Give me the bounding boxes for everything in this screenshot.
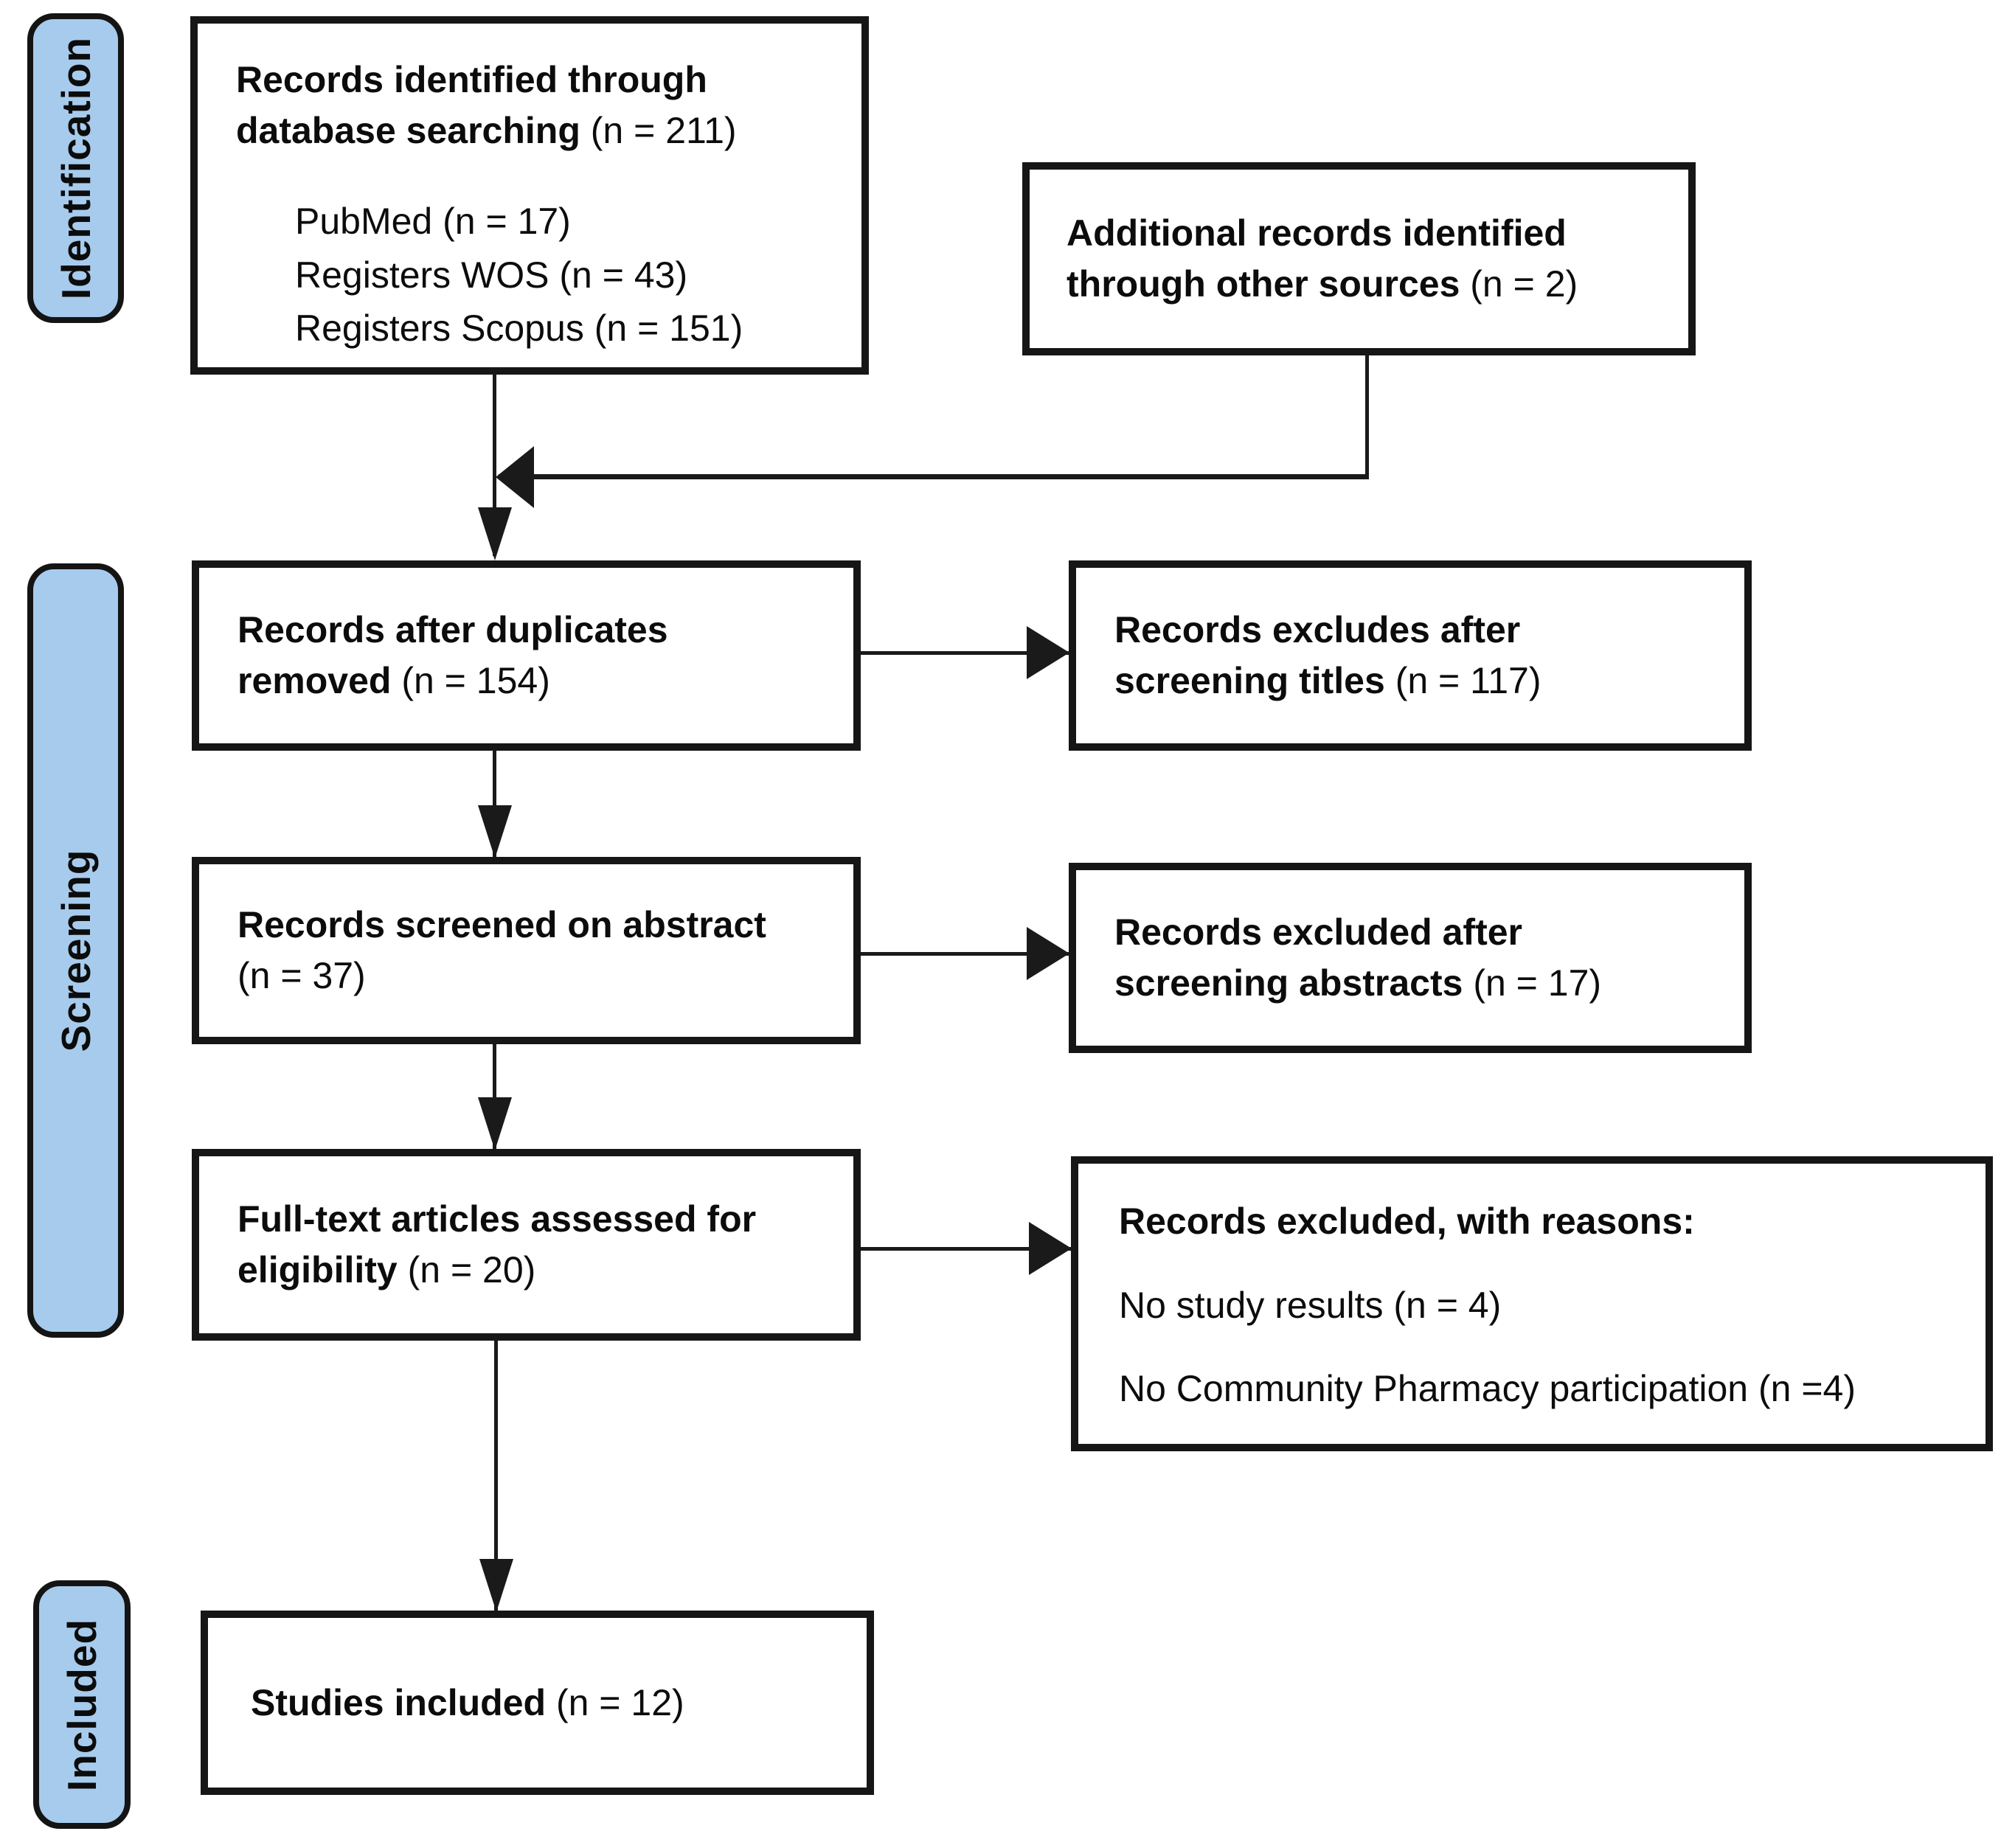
arrowhead-down-abstract — [478, 805, 512, 858]
source-scopus: Registers Scopus (n = 151) — [295, 308, 743, 349]
box-fulltext-assessed-text: Full-text articles assessed for eligibil… — [237, 1194, 756, 1296]
duplicates-count: (n = 154) — [401, 660, 550, 701]
duplicates-line2: removed — [237, 660, 402, 701]
box-records-identified: Records identified through database sear… — [190, 16, 869, 375]
stage-label-identification: Identification — [52, 36, 99, 300]
arrowhead-down-included — [479, 1559, 513, 1612]
additional-line1: Additional records identified — [1067, 212, 1567, 254]
connector-identified-to-duplicates — [493, 375, 496, 556]
excluded-reasons-heading: Records excluded, with reasons: — [1119, 1201, 1695, 1242]
excluded-abstracts-count: (n = 17) — [1473, 962, 1602, 1004]
arrowhead-down-duplicates — [478, 507, 512, 560]
records-identified-line2: database searching — [236, 110, 591, 151]
excluded-titles-line2: screening titles — [1114, 660, 1395, 701]
screened-abstract-count: (n = 37) — [237, 955, 366, 996]
connector-duplicates-to-abstract — [493, 751, 496, 857]
arrowhead-right-excluded-reasons — [1029, 1222, 1072, 1275]
source-wos: Registers WOS (n = 43) — [295, 254, 688, 296]
fulltext-count: (n = 20) — [407, 1249, 536, 1291]
connector-duplicates-to-excluded-titles — [861, 651, 1069, 655]
stage-label-included: Included — [59, 1618, 105, 1791]
excluded-reason-no-results: No study results (n = 4) — [1119, 1284, 1502, 1326]
connector-fulltext-to-excluded-reasons — [861, 1247, 1071, 1251]
box-additional-records-text: Additional records identified through ot… — [1067, 208, 1578, 310]
excluded-abstracts-line1: Records excluded after — [1114, 911, 1522, 953]
source-pubmed: PubMed (n = 17) — [295, 201, 571, 242]
screened-abstract-line1: Records screened on abstract — [237, 904, 766, 945]
box-studies-included: Studies included (n = 12) — [201, 1611, 874, 1795]
box-screened-abstract: Records screened on abstract (n = 37) — [192, 857, 861, 1044]
box-studies-included-text: Studies included (n = 12) — [251, 1678, 684, 1729]
stage-tab-screening: Screening — [27, 563, 124, 1338]
box-excluded-reasons: Records excluded, with reasons: No study… — [1071, 1156, 1993, 1451]
arrowhead-left-merge — [496, 446, 534, 508]
stage-tab-identification: Identification — [27, 13, 124, 323]
additional-line2: through other sources — [1067, 263, 1471, 305]
stage-tab-included: Included — [33, 1580, 131, 1829]
connector-abstract-to-fulltext — [493, 1044, 496, 1149]
box-records-identified-title: Records identified through database sear… — [236, 55, 839, 156]
excluded-reason-no-pharmacy: No Community Pharmacy participation (n =… — [1119, 1368, 1856, 1409]
records-identified-count: (n = 211) — [590, 110, 737, 151]
additional-count: (n = 2) — [1470, 263, 1578, 305]
box-duplicates-removed-text: Records after duplicates removed (n = 15… — [237, 605, 668, 706]
stage-label-screening: Screening — [52, 849, 99, 1052]
arrowhead-right-excluded-titles — [1027, 626, 1069, 679]
box-additional-records: Additional records identified through ot… — [1022, 162, 1696, 355]
arrowhead-down-fulltext — [478, 1097, 512, 1150]
box-excluded-titles-text: Records excludes after screening titles … — [1114, 605, 1542, 706]
box-excluded-titles: Records excludes after screening titles … — [1069, 560, 1752, 751]
box-excluded-abstracts-text: Records excluded after screening abstrac… — [1114, 907, 1601, 1009]
excluded-titles-line1: Records excludes after — [1114, 609, 1521, 650]
box-fulltext-assessed: Full-text articles assessed for eligibil… — [192, 1149, 861, 1341]
duplicates-line1: Records after duplicates — [237, 609, 668, 650]
connector-additional-merge — [499, 474, 1369, 479]
box-screened-abstract-text: Records screened on abstract (n = 37) — [237, 900, 766, 1001]
box-excluded-abstracts: Records excluded after screening abstrac… — [1069, 863, 1752, 1053]
excluded-titles-count: (n = 117) — [1395, 660, 1542, 701]
fulltext-line1: Full-text articles assessed for — [237, 1198, 757, 1240]
studies-included-label: Studies included — [251, 1681, 556, 1723]
fulltext-line2: eligibility — [237, 1249, 408, 1291]
studies-included-count: (n = 12) — [555, 1681, 684, 1723]
records-identified-line1: Records identified through — [236, 59, 707, 100]
excluded-abstracts-line2: screening abstracts — [1114, 962, 1474, 1004]
connector-abstract-to-excluded-abstracts — [861, 952, 1069, 956]
connector-fulltext-to-included — [494, 1341, 498, 1611]
connector-additional-drop — [1365, 355, 1369, 479]
arrowhead-right-excluded-abstracts — [1027, 927, 1069, 980]
box-duplicates-removed: Records after duplicates removed (n = 15… — [192, 560, 861, 751]
database-source-list: PubMed (n = 17) Registers WOS (n = 43) R… — [295, 195, 839, 355]
